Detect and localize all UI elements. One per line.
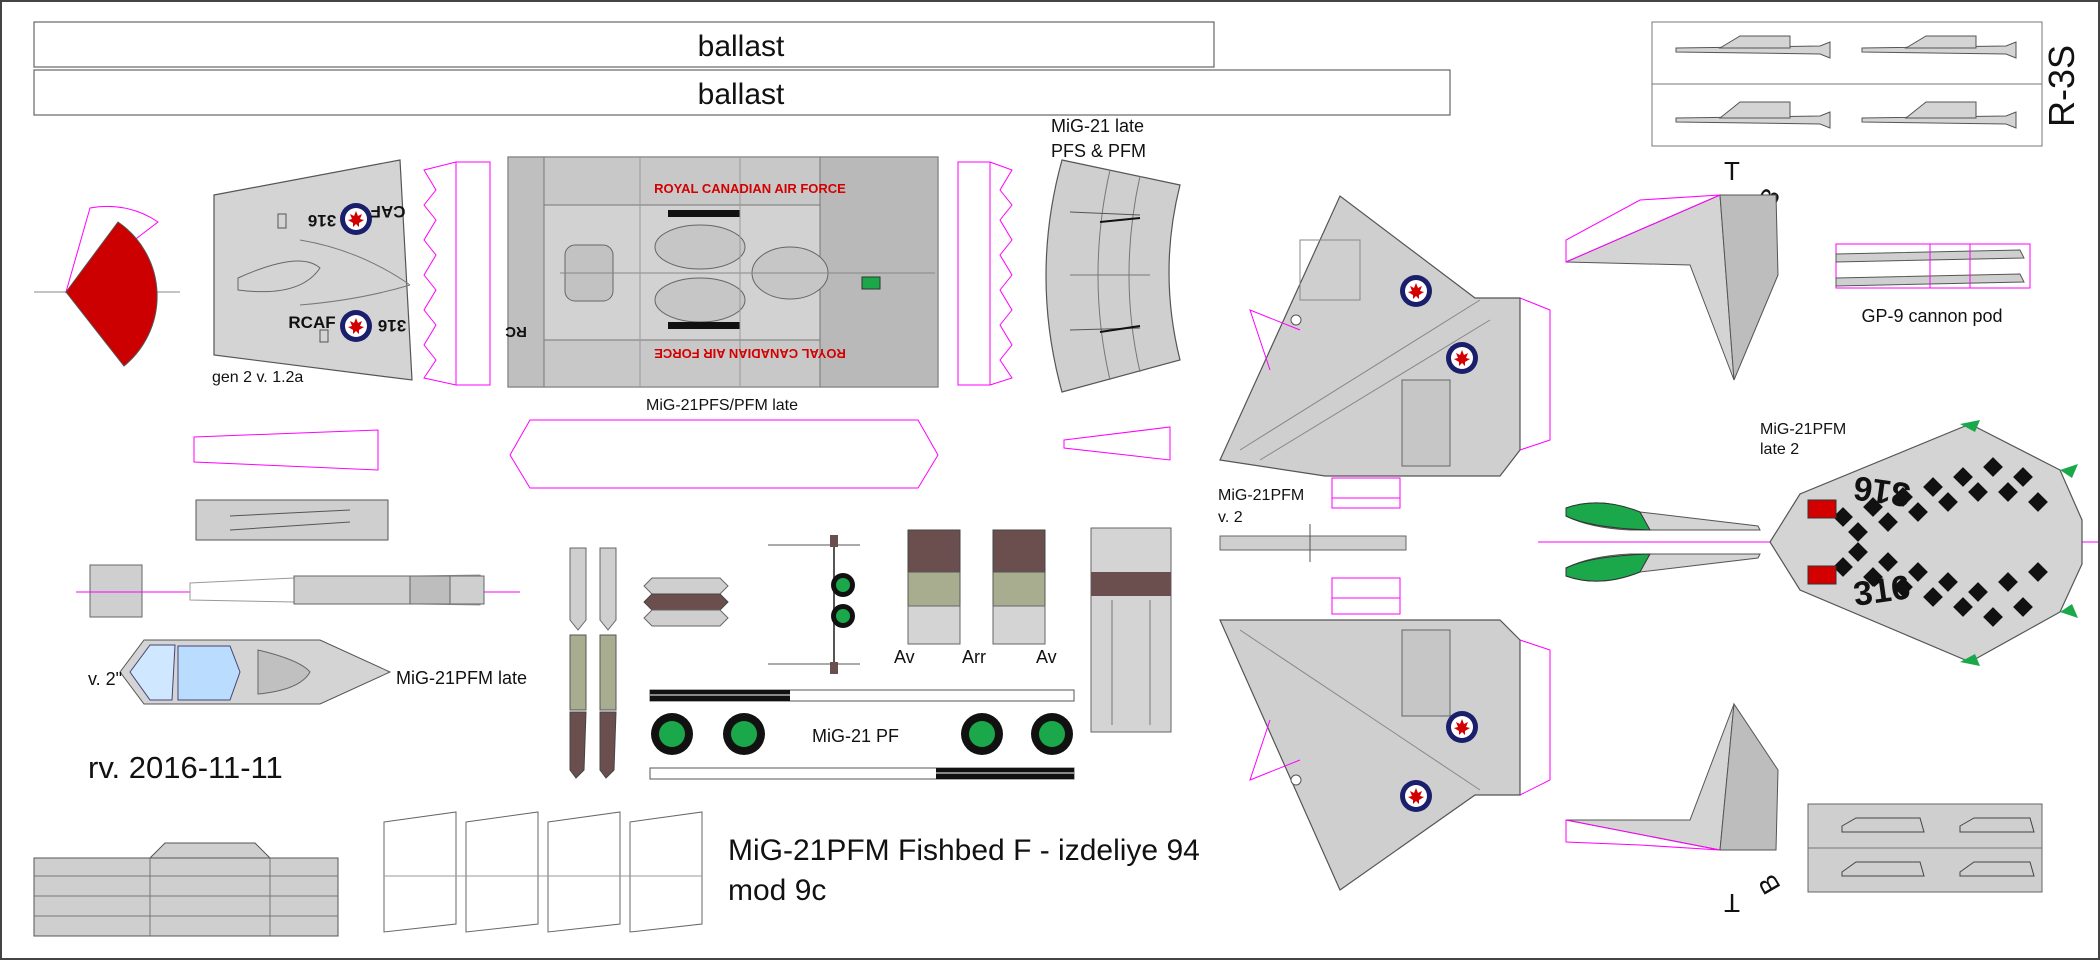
stabilizer-upper [1565, 502, 1761, 531]
wheel-stack-part [643, 577, 729, 627]
pfm-v2-label-a: MiG-21PFM [1218, 487, 1304, 504]
pitot-strip [195, 499, 389, 541]
tail-t-top: T [1724, 156, 1740, 186]
missile-rails-panel [1807, 803, 2043, 893]
gear-bay-strip [1090, 527, 1172, 733]
taper-strip-center [509, 419, 939, 489]
glue-tabs-left [423, 161, 491, 386]
lower-wing-part [1219, 577, 1551, 891]
upper-wing-part [1219, 195, 1551, 509]
pfs-pfm-label: PFS & PFM [1051, 141, 1146, 161]
marking-rcaf-top: ROYAL CANADIAN AIR FORCE [654, 181, 846, 196]
v2-label: v. 2" [88, 669, 122, 689]
arr-label: Arr [962, 647, 986, 667]
pfm-late2-label-a: MiG-21PFM [1760, 421, 1846, 438]
mig21-late-label: MiG-21 late [1051, 116, 1144, 136]
gear-door-left [907, 529, 961, 645]
taper-strip-right [1063, 426, 1171, 461]
tyre-strip-bottom [649, 767, 1075, 780]
nose-probe-part [76, 564, 520, 618]
gear-door-right [992, 529, 1046, 645]
r3s-missile-panel [1651, 21, 2043, 147]
upper-fuselage-part: 316 CAF RCAF 316 [213, 159, 413, 381]
gen2-label: gen 2 v. 1.2a [212, 369, 303, 386]
nose-cone-part [34, 205, 180, 367]
ballast-label-bottom: ballast [698, 78, 785, 111]
marking-rcaf-bottom: ROYAL CANADIAN AIR FORCE [654, 346, 846, 361]
pfs-pfm-late-label: MiG-21PFS/PFM late [646, 397, 798, 414]
intake-ring-part [1045, 159, 1181, 393]
revision-date: rv. 2016-11-11 [88, 750, 283, 785]
pfm-v2-label-b: v. 2 [1218, 509, 1243, 526]
marking-rcaf: RCAF [288, 313, 335, 332]
checker-316-lower: 316 [1851, 568, 1912, 614]
checkered-fuselage-part: 316 316 [1769, 420, 2083, 666]
checker-316-upper: 316 [1851, 468, 1912, 514]
tail-t-bottom: T [1724, 888, 1740, 918]
marking-316-upper: 316 [308, 211, 336, 230]
wing-spar-strip [1219, 524, 1407, 562]
pfm-late-label: MiG-21PFM late [396, 668, 527, 688]
taper-strip-left [193, 429, 379, 471]
bulkhead-frames [383, 811, 703, 933]
av-right-label: Av [1036, 647, 1057, 667]
center-fuselage-panel: ROYAL CANADIAN AIR FORCE ROYAL CANADIAN … [505, 156, 939, 388]
marking-316-lower: 316 [378, 316, 406, 335]
gear-legs-part [569, 547, 617, 779]
pfm-late2-label-b: late 2 [1760, 441, 1799, 458]
tyre-strip-top [649, 689, 1075, 702]
r3s-label: R-3S [2041, 45, 2082, 127]
stabilizer-lower [1565, 553, 1761, 582]
gp9-label: GP-9 cannon pod [1861, 306, 2002, 326]
ballast-strip-bottom: ballast [33, 69, 1451, 116]
title-line-1: MiG-21PFM Fishbed F - izdeliye 94 [728, 834, 1200, 867]
marking-caf: CAF [371, 202, 406, 221]
fin-part-top [1565, 194, 1779, 381]
ballast-strip-top: ballast [33, 21, 1215, 68]
marking-rc: RC [505, 323, 527, 340]
fin-part-bottom [1565, 702, 1779, 851]
fuel-tank-strip-part [33, 842, 339, 937]
canopy-part [119, 639, 392, 705]
nose-gear-part [768, 535, 860, 674]
wheels-row [651, 713, 1073, 755]
title-line-2: mod 9c [728, 874, 826, 907]
mig21pf-label: MiG-21 PF [812, 726, 899, 746]
ballast-label-top: ballast [698, 30, 785, 63]
av-left-label: Av [894, 647, 915, 667]
glue-tabs-right [957, 161, 1013, 386]
gp9-pod-part [1835, 243, 2031, 289]
